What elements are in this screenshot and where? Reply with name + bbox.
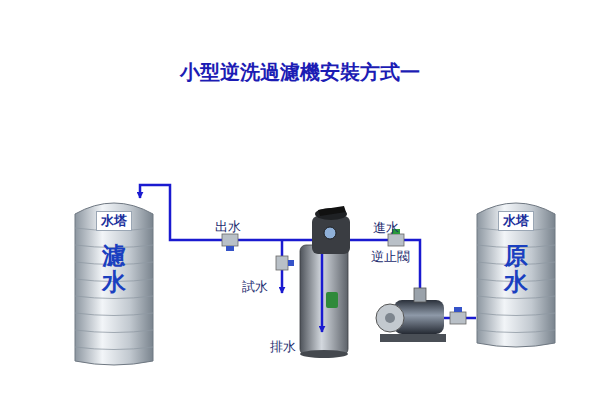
tank-content: 原水 xyxy=(504,243,528,296)
tank-ridge xyxy=(75,313,153,316)
drain-pipe xyxy=(321,254,324,332)
backwash-filter xyxy=(300,206,350,358)
pipe-label: 逆止閥 xyxy=(371,249,410,265)
title-wrap: 小型逆洗過濾機安裝方式一 xyxy=(180,60,420,84)
tank-ridge xyxy=(477,313,555,316)
pipe-label: 試水 xyxy=(242,279,268,295)
label-wrap: 逆止閥 xyxy=(371,249,410,265)
pipe-label: 出水 xyxy=(215,219,241,235)
tank-tag: 水塔 xyxy=(498,211,534,231)
label-wrap: 試水 xyxy=(242,279,268,295)
water-tower: 水塔原水 xyxy=(476,198,556,348)
tank-ridge xyxy=(75,296,153,299)
tank-ridge xyxy=(75,330,153,333)
label-wrap: 排水 xyxy=(270,339,296,355)
label-wrap: 出水 xyxy=(215,219,241,235)
title: 小型逆洗過濾機安裝方式一 xyxy=(180,60,420,84)
tank-ridge xyxy=(477,330,555,333)
pipe-label: 排水 xyxy=(270,339,296,355)
tank-outline xyxy=(477,203,555,347)
pipe-label: 進水 xyxy=(373,220,399,236)
inlet-valve xyxy=(450,307,466,324)
outlet-valve xyxy=(222,234,238,251)
tank-ridge xyxy=(75,347,153,350)
tank-ridge xyxy=(477,296,555,299)
label-wrap: 進水 xyxy=(373,220,399,236)
tank-tag: 水塔 xyxy=(96,211,132,231)
pump xyxy=(376,288,446,342)
tank-content: 濾水 xyxy=(102,243,126,296)
tank-outline xyxy=(75,203,153,365)
test-valve xyxy=(276,256,294,270)
water-tower: 水塔濾水 xyxy=(74,198,154,366)
